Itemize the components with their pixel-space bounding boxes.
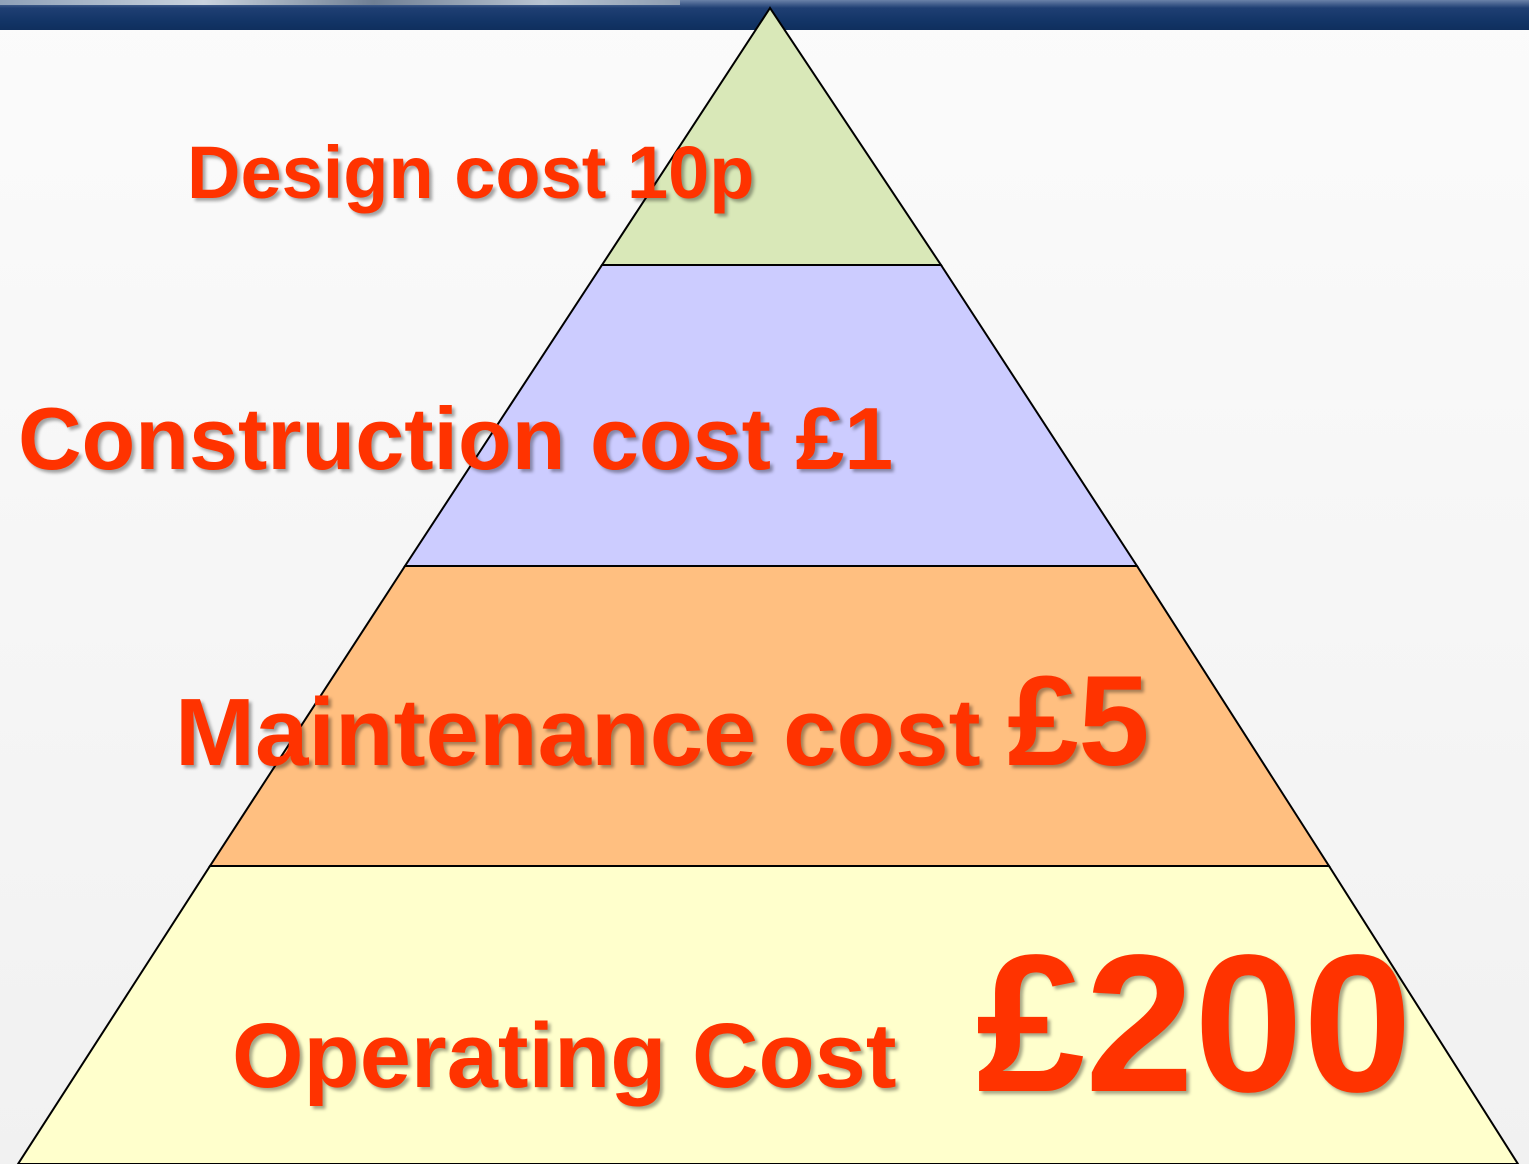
construction-cost-label: Construction cost £1 [18, 389, 894, 488]
design-cost-label: Design cost 10p [187, 131, 755, 214]
pyramid-tier-operating [16, 865, 1520, 1164]
operating-cost-value: £200 [976, 914, 1413, 1133]
operating-cost-label: Operating Cost [232, 1005, 897, 1107]
header-photo-strip [0, 0, 680, 5]
maintenance-cost-text: Maintenance cost [175, 679, 1008, 786]
maintenance-cost-value: £5 [1007, 650, 1150, 793]
maintenance-cost-label: Maintenance cost £5 [175, 658, 1150, 793]
